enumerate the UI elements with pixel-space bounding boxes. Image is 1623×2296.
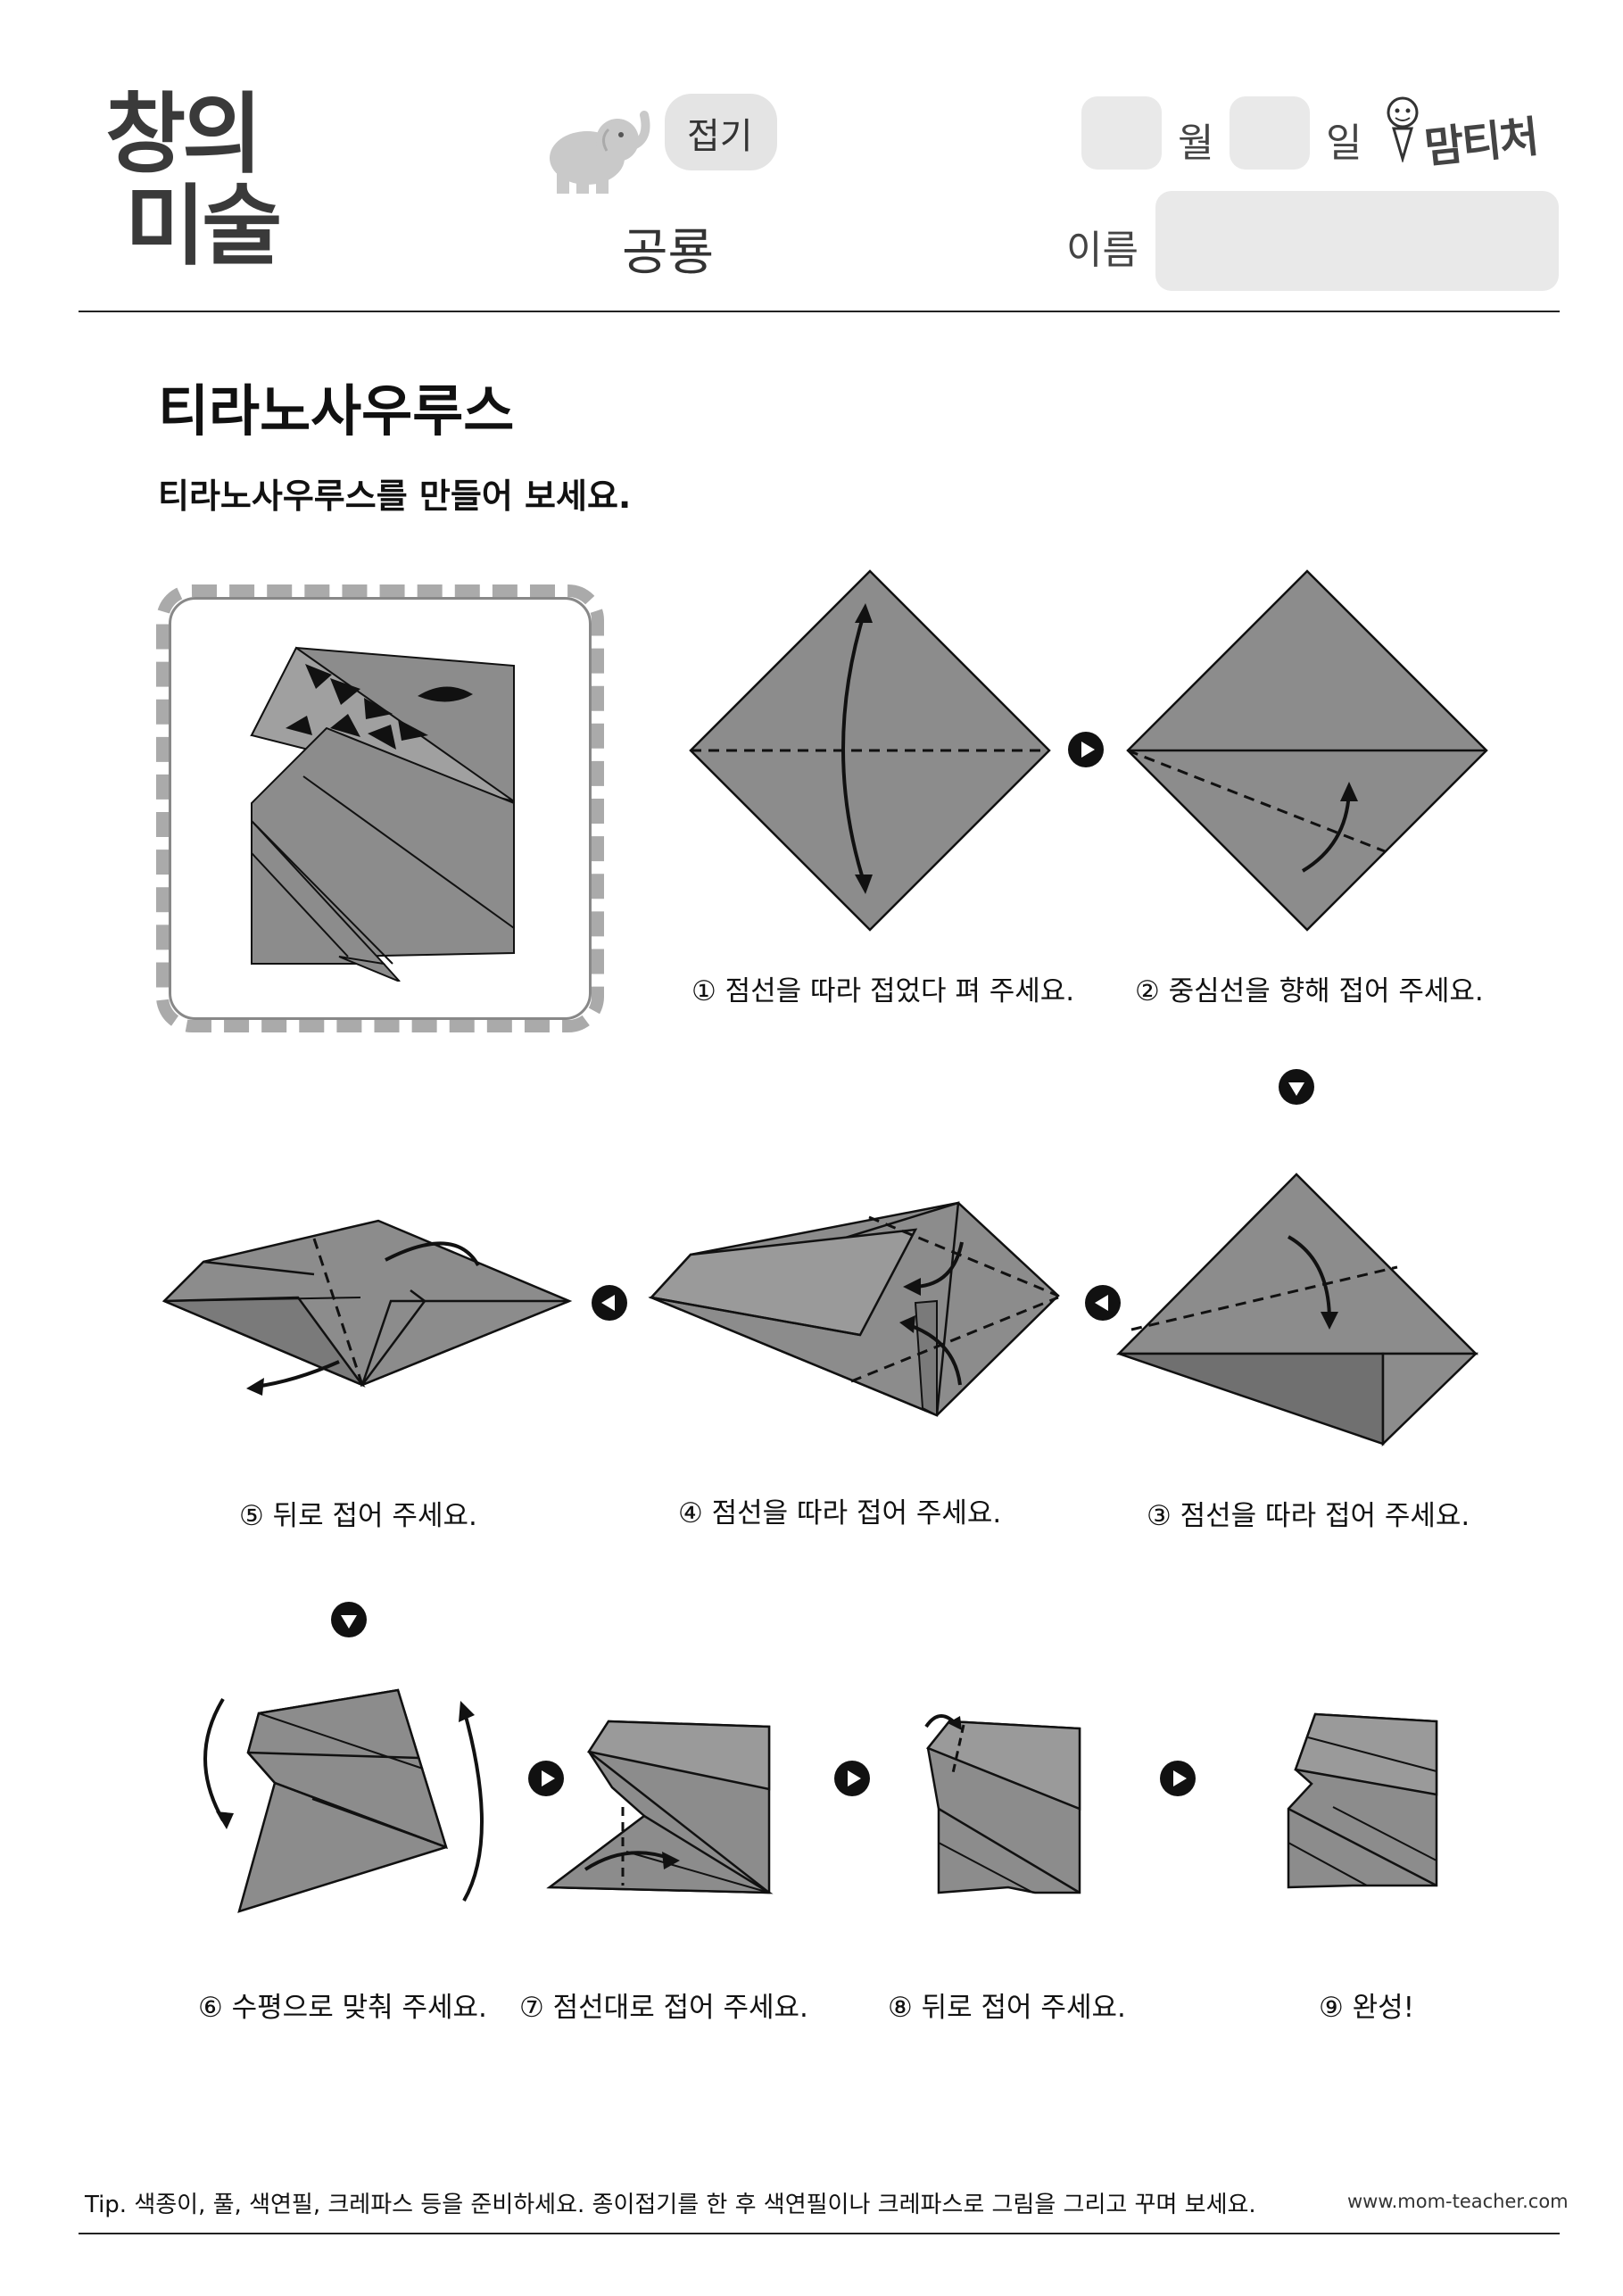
down-arrow-icon xyxy=(1279,1069,1314,1105)
logo-line1: 창의 xyxy=(105,84,262,186)
step-7-caption: ⑦ 점선대로 접어 주세요. xyxy=(519,1992,808,2024)
down-arrow-icon xyxy=(331,1602,367,1637)
day-input[interactable] xyxy=(1230,96,1310,170)
finished-preview-frame xyxy=(156,584,604,1032)
month-label: 월 xyxy=(1178,120,1214,166)
month-input[interactable] xyxy=(1081,96,1162,170)
day-label: 일 xyxy=(1326,120,1362,166)
footer-divider xyxy=(79,2233,1560,2234)
step-1-caption: ① 점선을 따라 접었다 펴 주세요. xyxy=(691,975,1075,1007)
page-title: 티라노사우루스 xyxy=(158,378,515,443)
elephant-icon xyxy=(544,103,651,204)
prev-arrow-icon xyxy=(1085,1285,1121,1321)
step-3-caption: ③ 점선을 따라 접어 주세요. xyxy=(1147,1500,1470,1532)
prev-arrow-icon xyxy=(592,1285,627,1321)
next-arrow-icon xyxy=(1160,1761,1196,1796)
step-1-diagram xyxy=(687,568,1053,937)
step-8-caption: ⑧ 뒤로 접어 주세요. xyxy=(888,1992,1126,2024)
step-5-diagram xyxy=(161,1215,580,1415)
brand-label: 맘티처 xyxy=(1421,112,1540,174)
footer-url: www.mom-teacher.com xyxy=(1347,2191,1569,2212)
step-6-diagram xyxy=(196,1687,500,1922)
next-arrow-icon xyxy=(528,1761,564,1796)
step-5-caption: ⑤ 뒤로 접어 주세요. xyxy=(239,1500,477,1532)
speech-bubble xyxy=(665,94,777,170)
step-2-caption: ② 중심선을 향해 접어 주세요. xyxy=(1135,975,1484,1007)
step-3-diagram xyxy=(1115,1171,1481,1460)
step-4-diagram xyxy=(648,1198,1067,1424)
category-label: 공룡 xyxy=(622,224,715,282)
name-input[interactable] xyxy=(1155,191,1559,291)
step-9-caption: ⑨ 완성! xyxy=(1319,1992,1415,2024)
finished-dinosaur-illustration xyxy=(241,642,526,985)
step-9-diagram xyxy=(1285,1709,1445,1900)
step-8-diagram xyxy=(908,1709,1087,1900)
logo-line2: 미술 xyxy=(125,176,282,278)
step-2-diagram xyxy=(1124,568,1490,937)
name-label: 이름 xyxy=(1066,228,1139,273)
step-6-caption: ⑥ 수평으로 맞춰 주세요. xyxy=(198,1992,487,2024)
header-divider xyxy=(79,311,1560,312)
step-7-diagram xyxy=(546,1718,778,1900)
step-4-caption: ④ 점선을 따라 접어 주세요. xyxy=(678,1497,1002,1529)
next-arrow-icon xyxy=(1068,732,1104,767)
page-subtitle: 티라노사우루스를 만들어 보세요. xyxy=(158,477,632,516)
next-arrow-icon xyxy=(834,1761,870,1796)
footer-tip: Tip. 색종이, 풀, 색연필, 크레파스 등을 준비하세요. 종이접기를 한… xyxy=(85,2192,1256,2218)
pencil-mascot-icon xyxy=(1385,95,1424,166)
bubble-label: 접기 xyxy=(687,116,753,157)
